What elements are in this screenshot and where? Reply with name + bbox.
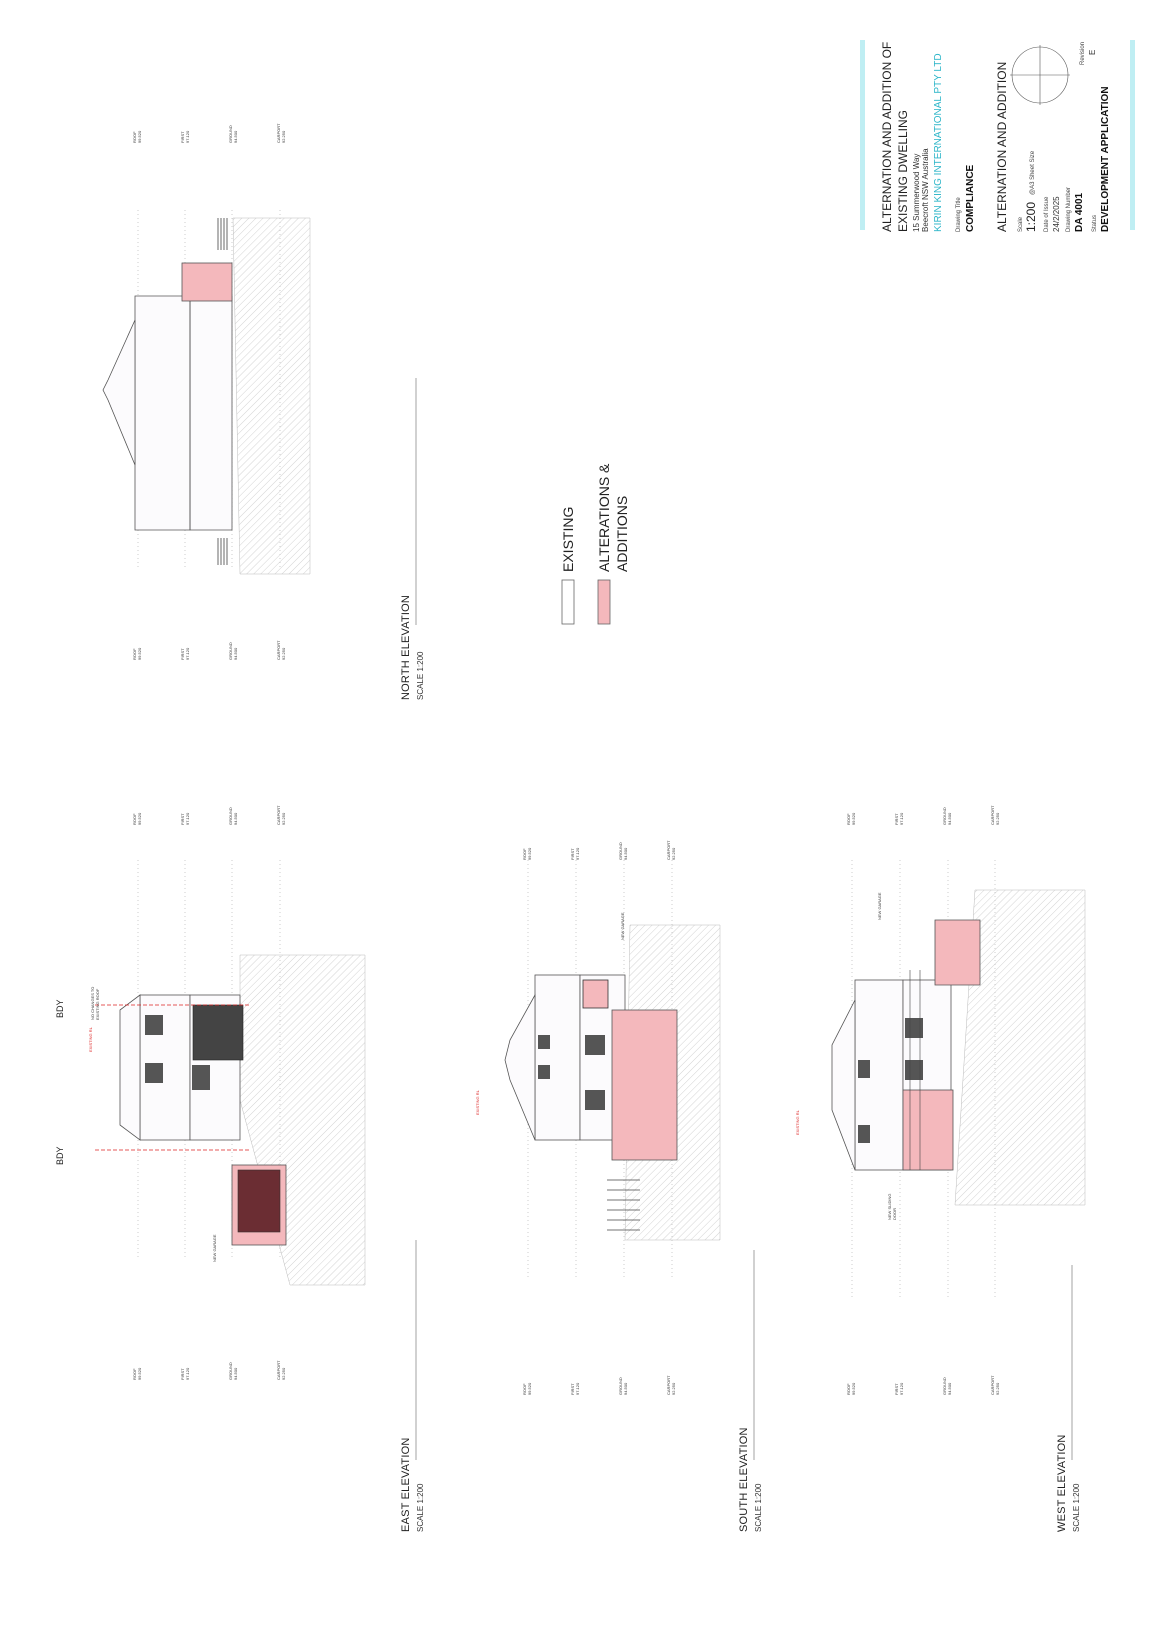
legend-existing-swatch — [561, 579, 575, 625]
north-elevation-scale: SCALE 1:200 — [416, 651, 425, 700]
legend-existing-label: EXISTING — [560, 506, 576, 572]
west-addition — [902, 1089, 954, 1171]
status-label: Status — [1092, 214, 1098, 232]
west-new-garage — [934, 919, 981, 986]
east-boundary-label-2: BDY — [55, 1146, 65, 1165]
south-elevation-drawing — [504, 860, 755, 1460]
east-elevation-scale: SCALE 1:200 — [416, 1483, 425, 1532]
east-existing-rl-note: EXISTING RL — [88, 1027, 93, 1052]
south-addition-window — [582, 979, 609, 1009]
south-stairs — [607, 1179, 640, 1231]
north-elevation-title: NORTH ELEVATION — [400, 594, 412, 700]
drawing-title: COMPLIANCE — [965, 164, 976, 232]
south-new-garage-note: NEW GARAGE — [620, 912, 625, 940]
west-elevation-drawing — [831, 860, 1086, 1460]
company-name: KIRIN KING INTERNATIONAL PTY LTD — [933, 53, 944, 232]
south-existing-rl-note: EXISTING RL — [475, 1090, 480, 1115]
revision-label: Revision — [1080, 41, 1086, 65]
title-block-accent-right — [1130, 40, 1135, 230]
south-elevation-title: SOUTH ELEVATION — [738, 1427, 750, 1532]
north-addition — [181, 262, 233, 302]
south-new-garage — [611, 1009, 678, 1161]
west-elevation-scale: SCALE 1:200 — [1072, 1483, 1081, 1532]
south-windows — [538, 1035, 605, 1110]
legend-alterations-swatch — [597, 579, 611, 625]
legend-alterations-line2: ADDITIONS — [614, 495, 630, 572]
east-garage-door — [237, 1169, 281, 1233]
address-line2: Beecroft NSW Australia — [921, 148, 930, 232]
drawing-subtitle: ALTERNATION AND ADDITION — [995, 61, 1009, 232]
west-elevation-title: WEST ELEVATION — [1056, 1434, 1068, 1532]
scale-value: 1:200 — [1024, 201, 1038, 232]
revision-value: E — [1088, 49, 1097, 55]
status-value: DEVELOPMENT APPLICATION — [1100, 86, 1111, 232]
project-title-line2: EXISTING DWELLING — [896, 109, 910, 232]
drawing-number: DA 4001 — [1074, 192, 1085, 232]
west-new-garage-note: NEW GARAGE — [877, 892, 882, 920]
title-block-accent-left — [860, 40, 865, 230]
west-windows — [858, 1018, 923, 1143]
north-house — [102, 295, 233, 531]
drawing-number-label: Drawing Number — [1066, 186, 1072, 232]
east-new-garage-note: NEW GARAGE — [212, 1234, 217, 1262]
date-value: 24/2/2025 — [1052, 196, 1061, 232]
east-elevation-drawing — [95, 860, 417, 1460]
date-label: Date of Issue — [1044, 196, 1050, 232]
drawing-title-label: Drawing Title — [956, 197, 962, 232]
east-windows — [145, 1015, 210, 1090]
north-ground-hatch — [232, 217, 311, 575]
east-elevation-title: EAST ELEVATION — [400, 1437, 412, 1533]
scale-note: @A3 Sheet Size — [1030, 150, 1036, 195]
west-railing — [909, 970, 921, 1170]
north-stairs — [217, 218, 228, 565]
north-point-icon — [1010, 45, 1070, 105]
address-line1: 15 Summerwood Way — [912, 153, 921, 232]
west-ground-hatch — [954, 889, 1086, 1206]
west-existing-rl-note: EXISTING RL — [795, 1110, 800, 1135]
east-dark-panel — [192, 1004, 244, 1061]
south-elevation-scale: SCALE 1:200 — [754, 1483, 763, 1532]
legend-alterations-line1: ALTERATIONS & — [596, 463, 612, 572]
east-boundary-lines — [95, 1004, 250, 1151]
east-boundary-label-1: BDY — [55, 999, 65, 1018]
project-title-line1: ALTERNATION AND ADDITION OF — [880, 41, 894, 232]
north-elevation-drawing — [102, 210, 417, 625]
